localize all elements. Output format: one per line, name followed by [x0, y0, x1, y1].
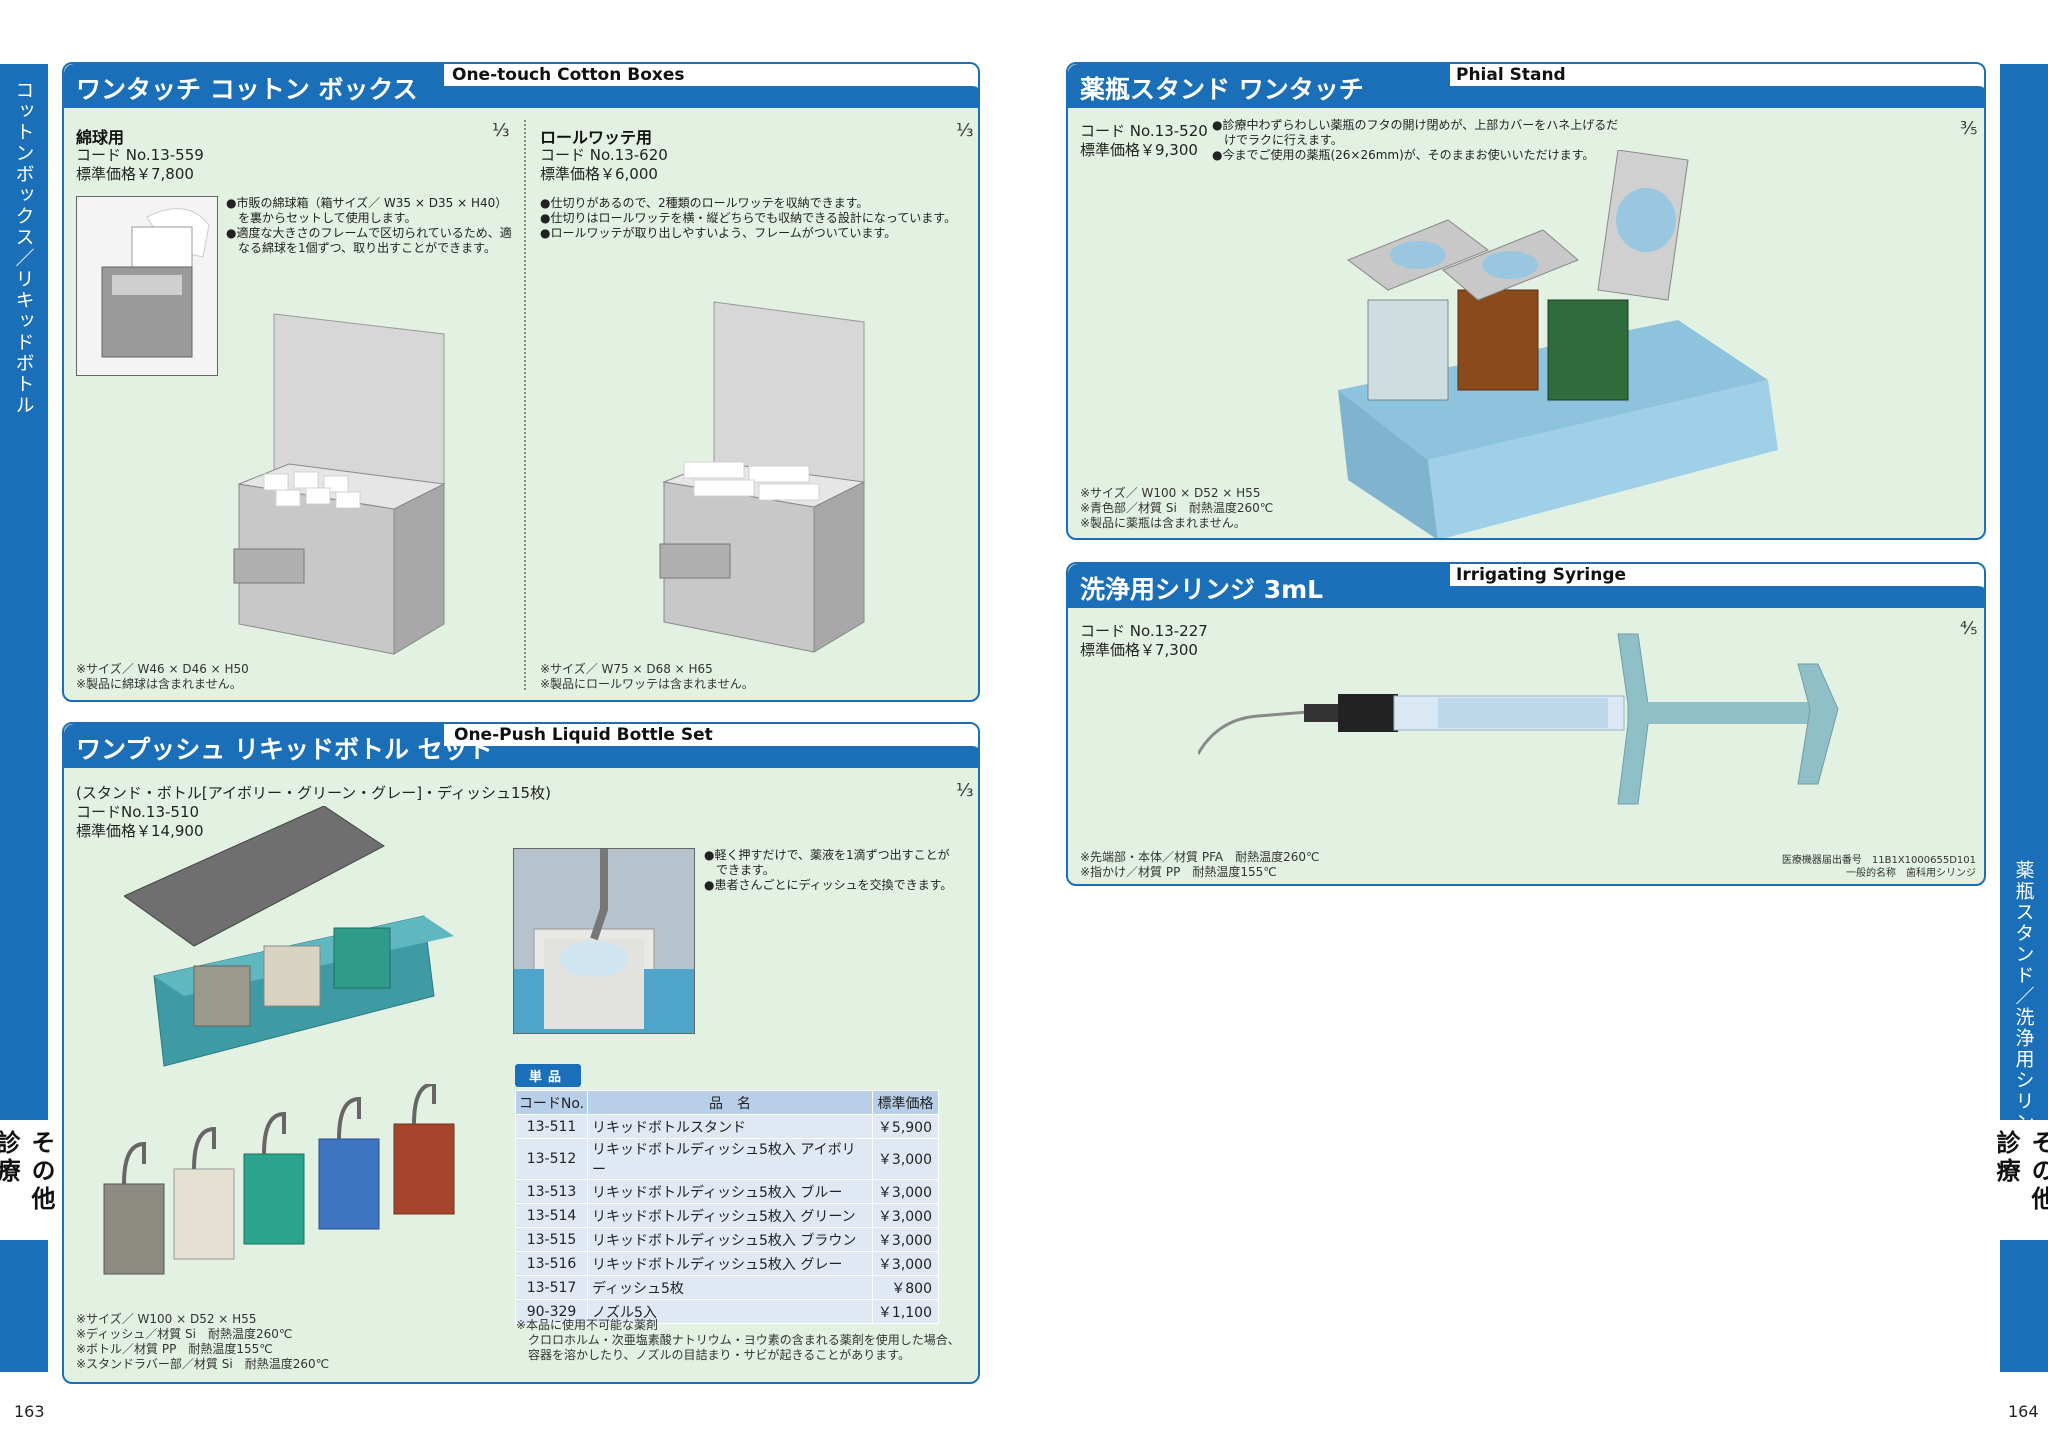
- side-category-left: コットンボックス／リキッドボトル: [0, 64, 48, 1120]
- column-divider: [524, 120, 526, 690]
- product-code: コード No.13-559: [76, 146, 204, 164]
- product-price: 標準価格￥14,900: [76, 822, 204, 840]
- notes: ※サイズ／ W100 × D52 × H55 ※青色部／材質 Si 耐熱温度26…: [1080, 486, 1274, 530]
- table-tag: 単品: [515, 1064, 582, 1087]
- section-title-en: One-touch Cotton Boxes: [452, 65, 685, 85]
- product-price: 標準価格￥7,800: [76, 165, 194, 183]
- scale-fraction: ⅗: [1960, 118, 1978, 139]
- scale-fraction: ⅓: [492, 120, 510, 141]
- notes: ※サイズ／ W100 × D52 × H55 ※ディッシュ／材質 Si 耐熱温度…: [76, 1312, 330, 1371]
- section-title: 洗浄用シリンジ 3mL: [1080, 575, 1324, 604]
- section-title-en: Irrigating Syringe: [1456, 565, 1627, 585]
- scale-fraction: ⅓: [956, 120, 974, 141]
- liquid-bottle-stand-image: [124, 806, 454, 1067]
- notes: ※サイズ／ W46 × D46 × H50 ※製品に綿球は含まれません。: [76, 662, 249, 691]
- section-cotton-boxes: ワンタッチ コットン ボックス One-touch Cotton Boxes 綿…: [62, 62, 980, 702]
- bullet-list: ●仕切りがあるので、2種類のロールワッテを収納できます。 ●仕切りはロールワッテ…: [540, 196, 957, 240]
- notes: ※サイズ／ W75 × D68 × H65 ※製品にロールワッテは含まれません。: [540, 662, 754, 691]
- roll-cotton-box-image: [659, 301, 866, 653]
- section-phial-stand: 薬瓶スタンド ワンタッチ Phial Stand コード No.13-520 標…: [1066, 62, 1986, 540]
- liquid-bottle-usage-photo: [513, 848, 695, 1034]
- section-title: 薬瓶スタンド ワンタッチ: [1080, 75, 1364, 104]
- product-code: コードNo.13-510: [76, 803, 200, 821]
- product-description: (スタンド・ボトル[アイボリー・グリーン・グレー]・ディッシュ15枚): [76, 784, 551, 802]
- product-code: コード No.13-227: [1080, 622, 1208, 640]
- side-group-right: その他診療: [1992, 1120, 2048, 1240]
- product-price: 標準価格￥6,000: [540, 165, 658, 183]
- cotton-ball-box-image: [233, 313, 446, 655]
- side-group-left: その他診療: [0, 1120, 55, 1240]
- section-irrigating-syringe: 洗浄用シリンジ 3mL Irrigating Syringe コード No.13…: [1066, 562, 1986, 886]
- side-tab-right: 薬瓶スタンド／洗浄用シリンジ その他診療: [1992, 64, 2048, 1372]
- section-title: ワンプッシュ リキッドボトル セット: [76, 735, 493, 764]
- section-title-en: Phial Stand: [1456, 65, 1566, 85]
- side-tab-left: コットンボックス／リキッドボトル その他診療: [0, 64, 55, 1372]
- product-code: コード No.13-620: [540, 146, 668, 164]
- product-name: ロールワッテ用: [540, 128, 653, 147]
- scale-fraction: ⅘: [1960, 618, 1978, 639]
- page-number-right: 164: [2008, 1402, 2039, 1421]
- phial-stand-image: [1338, 150, 1778, 538]
- product-price: 標準価格￥7,300: [1080, 641, 1198, 659]
- side-category-left-text: コットンボックス／リキッドボトル: [12, 80, 35, 416]
- section-liquid-bottle-set: ワンプッシュ リキッドボトル セット One-Push Liquid Bottl…: [62, 722, 980, 1384]
- side-category-right: 薬瓶スタンド／洗浄用シリンジ: [2000, 64, 2048, 1154]
- bullet-list: ●軽く押すだけで、薬液を1滴ずつ出すことが できます。 ●患者さんごとにディッシ…: [704, 848, 953, 892]
- warning-notes: ※本品に使用不可能な薬剤 クロロホルム・次亜塩素酸ナトリウム・ヨウ素の含まれる薬…: [516, 1318, 960, 1362]
- irrigating-syringe-image: [1198, 633, 1839, 805]
- page-number-left: 163: [14, 1402, 45, 1421]
- notes: ※先端部・本体／材質 PFA 耐熱温度260℃ ※指かけ／材質 PP 耐熱温度1…: [1080, 850, 1320, 879]
- liquid-bottles-colors-image: [103, 1084, 455, 1275]
- cotton-box-usage-photo: [76, 196, 218, 376]
- product-code: コード No.13-520: [1080, 122, 1208, 140]
- table-header-row: コードNo. 品 名 標準価格: [515, 1090, 939, 1115]
- bullet-list: ●市販の綿球箱（箱サイズ／ W35 × D35 × H40） を裏からセットして…: [226, 196, 512, 255]
- registration-info: 医療機器届出番号 11B1X1000655D101 一般的名称 歯科用シリンジ: [1781, 855, 1976, 879]
- product-name: 綿球用: [76, 128, 125, 147]
- scale-fraction: ⅓: [956, 780, 974, 801]
- section-title: ワンタッチ コットン ボックス: [76, 75, 418, 104]
- section-title-en: One-Push Liquid Bottle Set: [454, 725, 713, 745]
- bullet-list: ●診療中わずらわしい薬瓶のフタの開け閉めが、上部カバーをハネ上げるだ けでラクに…: [1212, 118, 1619, 162]
- product-price: 標準価格￥9,300: [1080, 141, 1198, 159]
